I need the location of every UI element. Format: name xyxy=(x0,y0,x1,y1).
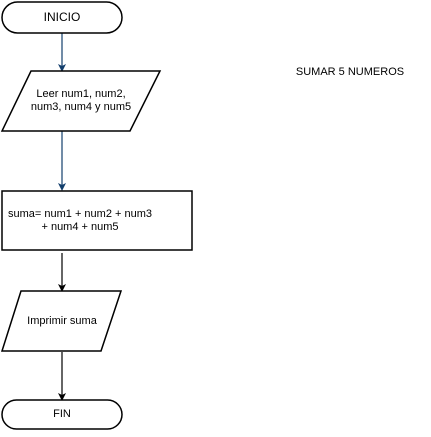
end-terminator xyxy=(1,399,123,430)
process-box xyxy=(1,190,193,251)
start-terminator xyxy=(1,1,123,34)
input-data-shape xyxy=(0,70,162,132)
output-data-shape xyxy=(0,290,123,352)
